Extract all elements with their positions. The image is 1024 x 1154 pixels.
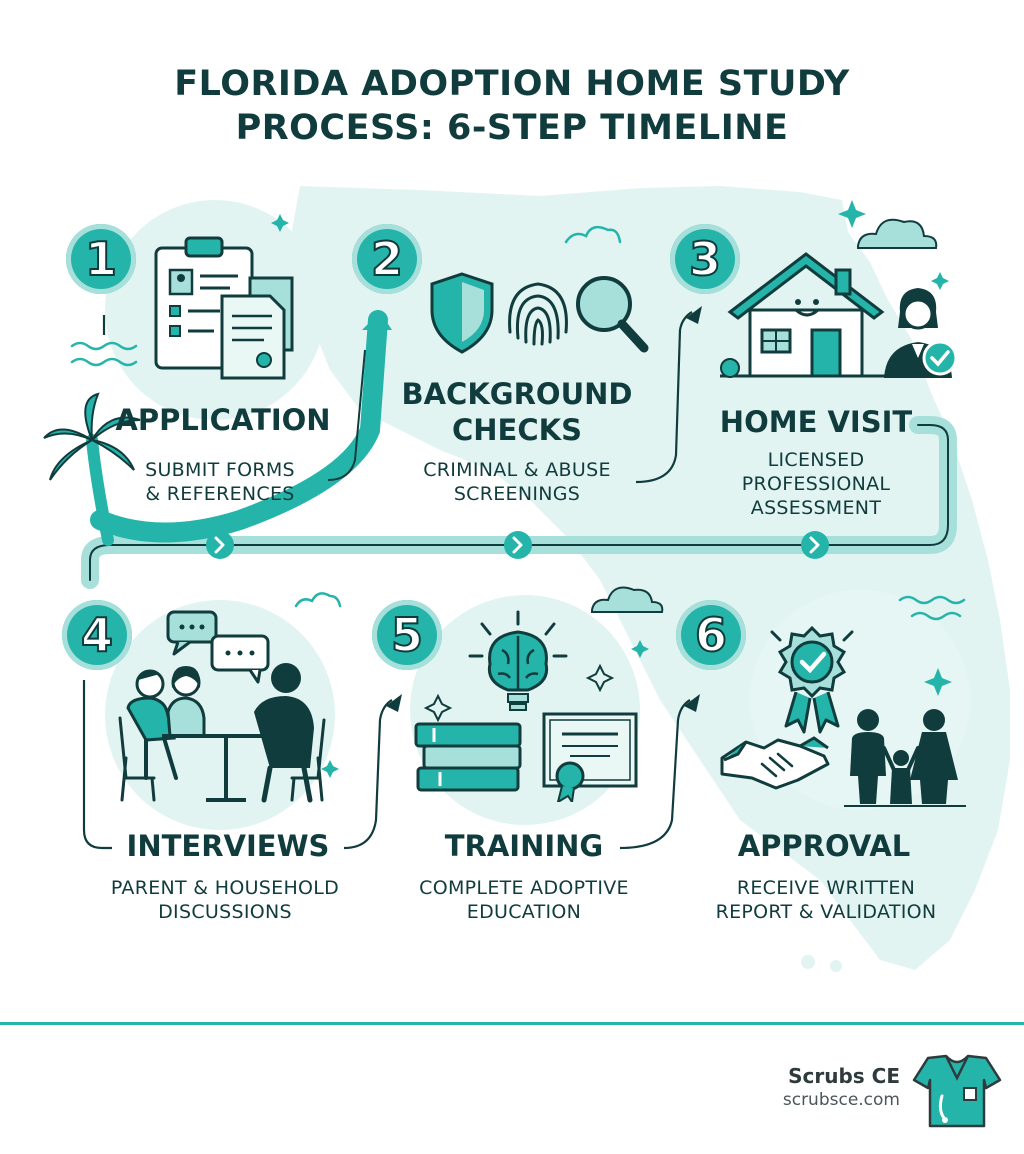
step-2-desc-line-2: SCREENINGS bbox=[453, 483, 581, 505]
palm-tree-icon bbox=[43, 392, 141, 546]
shield-fingerprint-magnifier-icon bbox=[430, 272, 649, 354]
page-title: FLORIDA ADOPTION HOME STUDY PROCESS: 6-S… bbox=[0, 62, 1024, 150]
scrubs-shirt-logo-icon bbox=[912, 1054, 1002, 1128]
step-4-desc-line-1: PARENT & HOUSEHOLD bbox=[110, 877, 340, 899]
clipboard-documents-icon bbox=[154, 236, 294, 380]
step-2-desc-line-1: CRIMINAL & ABUSE bbox=[423, 459, 611, 481]
step-3-desc-line-3: ASSESSMENT bbox=[750, 497, 882, 519]
step-6-desc-line-1: RECEIVE WRITTEN bbox=[736, 877, 916, 899]
step-2-title-line-2: CHECKS bbox=[451, 413, 582, 447]
step-6-number: 6 bbox=[676, 600, 746, 670]
step-5-desc-line-2: EDUCATION bbox=[466, 901, 582, 923]
step-3-desc-line-2: PROFESSIONAL bbox=[741, 473, 891, 495]
title-line-1: FLORIDA ADOPTION HOME STUDY bbox=[174, 64, 850, 104]
badge-handshake-family-icon bbox=[720, 625, 966, 807]
step-1-desc-line-2: & REFERENCES bbox=[145, 483, 295, 505]
step-1-title: APPLICATION bbox=[115, 403, 331, 437]
step-2-number: 2 bbox=[352, 224, 422, 294]
step-3-number: 3 bbox=[670, 224, 740, 294]
step-3-title: HOME VISIT bbox=[719, 405, 913, 439]
step-6-title: APPROVAL bbox=[737, 829, 911, 863]
people-conversation-icon bbox=[118, 610, 326, 803]
step-5-title: TRAINING bbox=[444, 829, 604, 863]
step-2-description: CRIMINAL & ABUSE SCREENINGS bbox=[402, 458, 632, 506]
step-6-desc-line-2: REPORT & VALIDATION bbox=[715, 901, 937, 923]
step-5-desc-line-1: COMPLETE ADOPTIVE bbox=[419, 877, 629, 899]
step-3-description: LICENSED PROFESSIONAL ASSESSMENT bbox=[716, 448, 916, 520]
step-1-number: 1 bbox=[66, 224, 136, 294]
house-caseworker-icon bbox=[720, 252, 958, 378]
step-4-number: 4 bbox=[62, 600, 132, 670]
brain-books-certificate-icon bbox=[414, 610, 638, 802]
step-5-number: 5 bbox=[372, 600, 442, 670]
footer-divider bbox=[0, 1022, 1024, 1025]
step-3-desc-line-1: LICENSED bbox=[767, 449, 865, 471]
step-6-description: RECEIVE WRITTEN REPORT & VALIDATION bbox=[696, 876, 956, 924]
title-line-2: PROCESS: 6-STEP TIMELINE bbox=[235, 108, 789, 148]
brand-name: Scrubs CE bbox=[788, 1064, 900, 1088]
step-1-desc-line-1: SUBMIT FORMS bbox=[145, 459, 295, 481]
step-5-description: COMPLETE ADOPTIVE EDUCATION bbox=[394, 876, 654, 924]
step-4-description: PARENT & HOUSEHOLD DISCUSSIONS bbox=[90, 876, 360, 924]
step-1-description: SUBMIT FORMS & REFERENCES bbox=[120, 458, 320, 506]
brand-url: scrubsce.com bbox=[782, 1090, 900, 1110]
step-2-title: BACKGROUND CHECKS bbox=[392, 376, 642, 448]
step-2-title-line-1: BACKGROUND bbox=[401, 377, 633, 411]
step-4-desc-line-2: DISCUSSIONS bbox=[158, 901, 292, 923]
step-4-title: INTERVIEWS bbox=[126, 829, 330, 863]
